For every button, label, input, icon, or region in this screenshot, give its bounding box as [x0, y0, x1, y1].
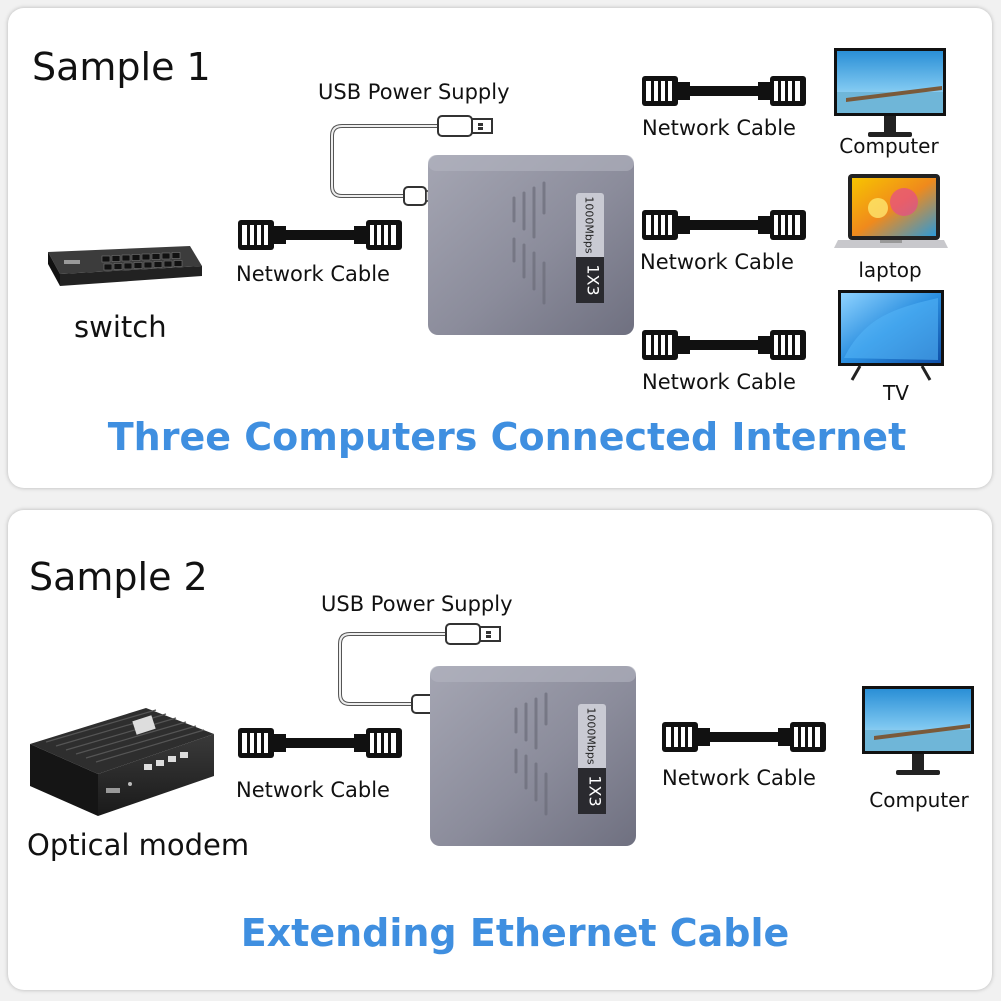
ethernet-splitter-device — [426, 153, 638, 339]
device-speed-text: 1000Mbps — [584, 707, 598, 765]
tv-icon — [834, 288, 948, 382]
input-network-cable-icon — [234, 722, 404, 766]
usb-cable-icon — [326, 108, 496, 208]
output-network-cable-icon-1 — [638, 70, 808, 114]
usb-power-supply-label: USB Power Supply — [321, 592, 513, 616]
computer-monitor-icon — [832, 46, 948, 140]
sample-2-title: Sample 2 — [29, 555, 208, 599]
device-badge-text: 1X3 — [585, 775, 605, 807]
ethernet-splitter-device — [428, 664, 640, 850]
sample-1-title: Sample 1 — [32, 45, 211, 89]
sample-2-headline: Extending Ethernet Cable — [240, 911, 790, 955]
laptop-label: laptop — [858, 258, 922, 282]
device-badge-text: 1X3 — [583, 264, 603, 296]
output-network-cable-label-2: Network Cable — [640, 250, 794, 274]
computer-label: Computer — [839, 134, 939, 158]
output-network-cable-icon-3 — [638, 324, 808, 368]
optical-modem-label: Optical modem — [27, 828, 250, 862]
computer-monitor-icon — [860, 684, 976, 778]
switch-icon — [42, 230, 204, 292]
output-network-cable-label: Network Cable — [662, 766, 816, 790]
sample-1-headline: Three Computers Connected Internet — [107, 415, 907, 459]
laptop-icon — [834, 172, 948, 256]
output-network-cable-icon-2 — [638, 204, 808, 248]
computer-label: Computer — [869, 788, 969, 812]
output-network-cable-icon — [658, 716, 828, 760]
sample-1-panel: Sample 1 switch Network C — [8, 8, 992, 488]
usb-cable-icon — [334, 616, 504, 716]
optical-modem-icon — [26, 704, 218, 820]
input-network-cable-label: Network Cable — [236, 778, 390, 802]
output-network-cable-label-1: Network Cable — [642, 116, 796, 140]
switch-label: switch — [74, 310, 167, 344]
device-speed-text: 1000Mbps — [582, 196, 596, 254]
tv-label: TV — [883, 381, 909, 405]
input-network-cable-icon — [234, 214, 404, 258]
input-network-cable-label: Network Cable — [236, 262, 390, 286]
usb-power-supply-label: USB Power Supply — [318, 80, 510, 104]
sample-2-panel: Sample 2 Optical modem Network Cable — [8, 510, 992, 990]
output-network-cable-label-3: Network Cable — [642, 370, 796, 394]
